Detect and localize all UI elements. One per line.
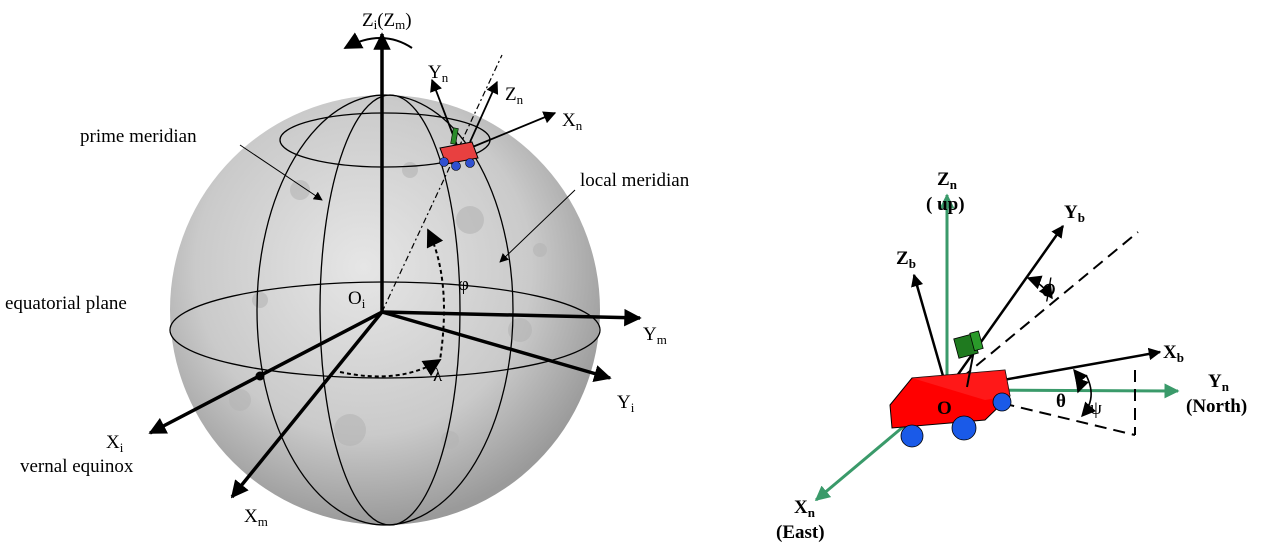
axis-xn-local bbox=[469, 111, 557, 149]
axis-yi bbox=[381, 310, 612, 383]
body-frame-diagram: Zn ( up) Yb Zb Xb Yn (North) Xn (East) O… bbox=[776, 169, 1247, 543]
label-yn-local: Yn bbox=[428, 62, 449, 85]
label-oi: Oi bbox=[348, 288, 366, 311]
axis-yb bbox=[945, 224, 1065, 391]
local-meridian-ellipse bbox=[319, 94, 461, 526]
label-zn-local: Zn bbox=[505, 84, 524, 107]
equator-ellipse bbox=[169, 281, 601, 379]
local-meridian-leader bbox=[499, 189, 576, 263]
label-zi: Zi(Zm) bbox=[362, 10, 412, 32]
axis-zb bbox=[911, 273, 949, 391]
celestial-frame-diagram: Zi(Zm) Yn Zn Xn Ym Yi Xi Xm Oi φ λ prime… bbox=[5, 10, 690, 529]
label-zn-up: Zn bbox=[937, 169, 958, 192]
phi-arc bbox=[426, 228, 445, 361]
label-lambda: λ bbox=[433, 365, 443, 386]
moon-sphere bbox=[170, 95, 600, 525]
label-local-meridian: local meridian bbox=[580, 170, 690, 191]
rover-large bbox=[889, 330, 1012, 448]
label-xm: Xm bbox=[244, 506, 268, 529]
label-vernal-equinox: vernal equinox bbox=[20, 456, 134, 477]
label-xn-local: Xn bbox=[562, 110, 583, 133]
psi-angle-arc bbox=[1081, 374, 1096, 418]
prime-meridian-leader bbox=[239, 144, 323, 201]
label-ym: Ym bbox=[643, 324, 667, 347]
label-up-note: ( up) bbox=[926, 194, 965, 215]
axis-zn-local bbox=[469, 80, 499, 143]
axis-xi bbox=[148, 310, 383, 435]
label-phi: φ bbox=[458, 274, 469, 295]
label-origin-o: O bbox=[937, 398, 952, 419]
label-xb: Xb bbox=[1163, 342, 1184, 365]
label-phi-angle: ϕ bbox=[1042, 273, 1055, 302]
label-equatorial-plane: equatorial plane bbox=[5, 293, 127, 314]
rover-radius-line bbox=[381, 54, 503, 313]
rover-small bbox=[439, 127, 479, 171]
dash-yb-projection bbox=[946, 231, 1139, 391]
axis-xm bbox=[230, 310, 384, 499]
theta-angle-arc bbox=[1073, 368, 1089, 394]
label-xi: Xi bbox=[106, 432, 124, 455]
axis-ym bbox=[381, 308, 642, 327]
phi-angle-arc bbox=[1026, 275, 1053, 300]
label-yn-north: Yn bbox=[1208, 371, 1230, 394]
dash-xb-projection bbox=[946, 389, 1136, 436]
lambda-arc bbox=[339, 359, 442, 378]
label-zb: Zb bbox=[896, 248, 916, 271]
label-prime-meridian: prime meridian bbox=[80, 126, 197, 147]
label-xn-east: Xn bbox=[794, 497, 816, 520]
label-east-note: (East) bbox=[776, 522, 825, 543]
rotation-arrow bbox=[343, 32, 413, 49]
label-yi: Yi bbox=[617, 392, 635, 415]
label-psi-angle: ψ bbox=[1090, 398, 1102, 419]
label-north-note: (North) bbox=[1186, 396, 1247, 417]
label-theta-angle: θ bbox=[1056, 391, 1066, 412]
label-yb: Yb bbox=[1064, 202, 1085, 225]
